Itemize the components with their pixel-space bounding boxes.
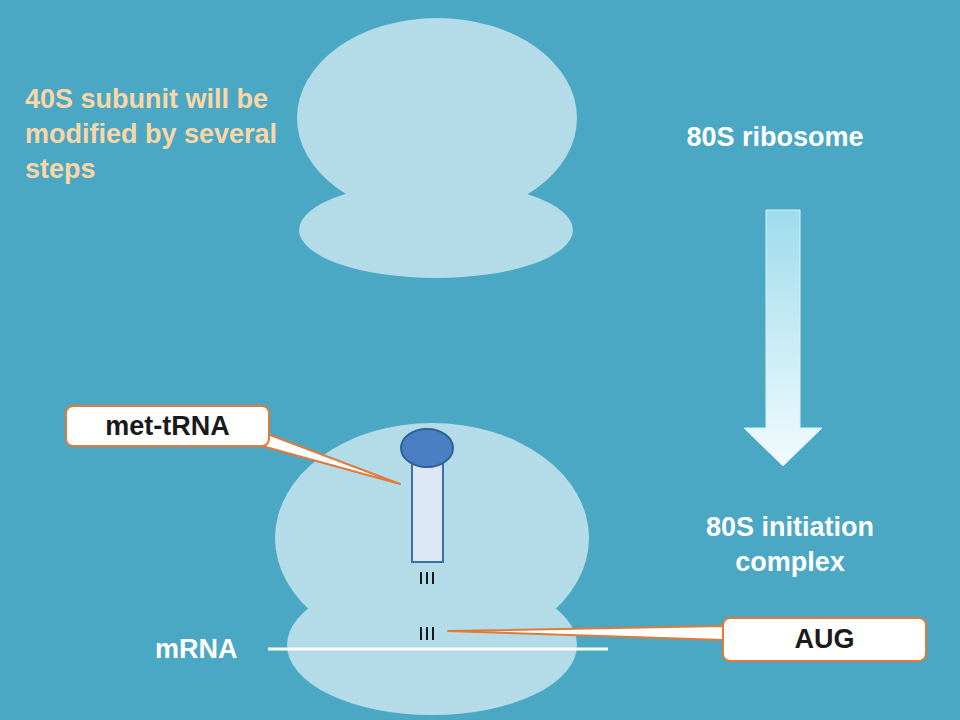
strand-label: mRNA [155,632,265,667]
codon-marks [421,627,433,640]
callout-leader [262,432,400,484]
callout-text: met-tRNA [105,411,230,442]
note-text: 40S subunit will be modified by several … [25,82,287,187]
callout-box: met-tRNA [65,405,270,447]
callout-leader [448,626,724,640]
stage-label: 80S ribosome [640,120,910,155]
callout-text: AUG [795,624,855,655]
methionine [401,429,453,467]
mrna-strand [268,648,608,651]
trna-stem [412,456,443,562]
anticodon-marks [421,572,433,584]
stage-label: 80S initiation complex [650,510,930,580]
callout-box: AUG [722,617,927,662]
small-subunit [299,182,573,278]
process-arrow [744,210,822,466]
small-subunit [287,575,577,715]
